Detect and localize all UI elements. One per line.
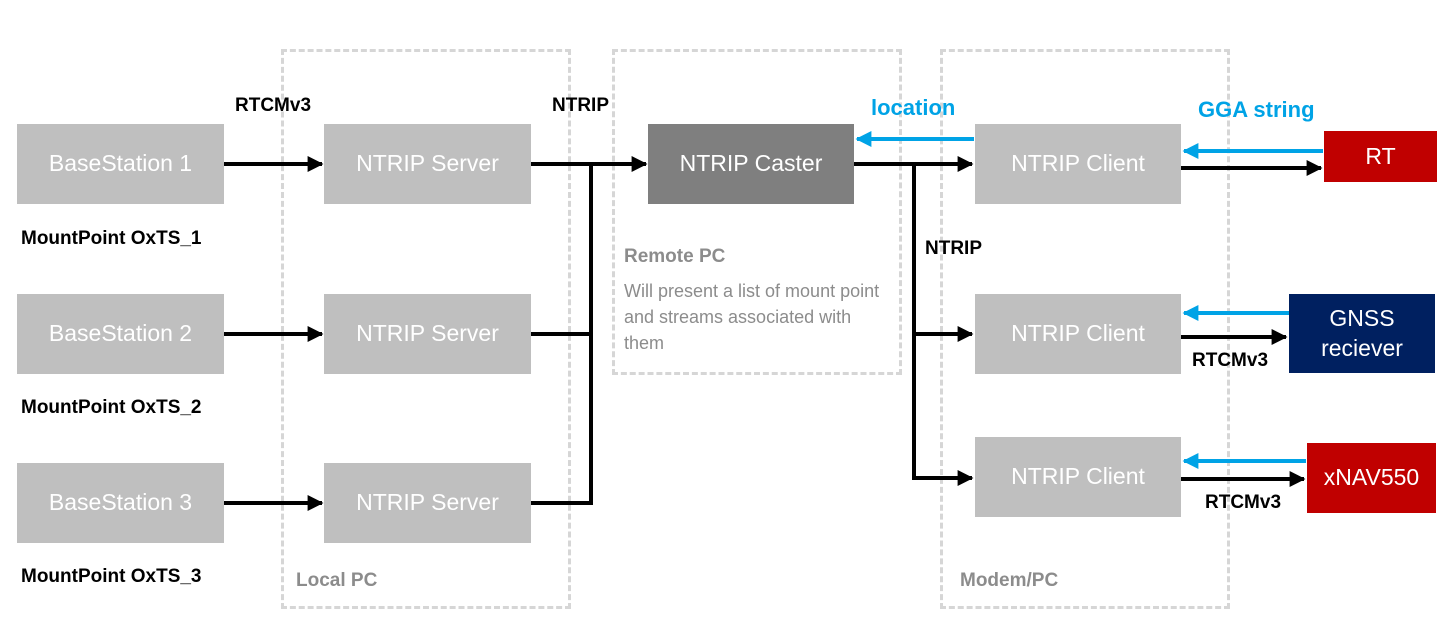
remote-pc-label: Remote PC: [624, 246, 726, 267]
ntrip-right-label: NTRIP: [925, 238, 982, 259]
rtcmv3-xnav-label: RTCMv3: [1205, 492, 1282, 513]
rtcmv3-gnss-label: RTCMv3: [1192, 350, 1269, 371]
basestation-2-box: BaseStation 2: [17, 294, 224, 374]
ntrip-client-3-box: NTRIP Client: [975, 437, 1181, 517]
rtcmv3-top-label: RTCMv3: [235, 95, 312, 116]
mountpoint-3-label: MountPoint OxTS_3: [21, 566, 202, 587]
gga-string-label: GGA string: [1198, 97, 1315, 122]
ntrip-top-label: NTRIP: [552, 95, 609, 116]
basestation-3-box: BaseStation 3: [17, 463, 224, 543]
location-label: location: [871, 95, 956, 120]
xnav550-device-box: xNAV550: [1307, 443, 1436, 513]
ntrip-server-3-box: NTRIP Server: [324, 463, 531, 543]
ntrip-server-2-box: NTRIP Server: [324, 294, 531, 374]
remote-pc-region: [612, 49, 902, 375]
local-pc-region: [281, 49, 571, 609]
rt-device-box: RT: [1324, 131, 1437, 182]
ntrip-server-1-box: NTRIP Server: [324, 124, 531, 204]
gnss-label-line1: GNSS: [1329, 304, 1395, 331]
ntrip-client-1-box: NTRIP Client: [975, 124, 1181, 204]
gnss-label-line2: reciever: [1321, 334, 1403, 361]
mountpoint-1-label: MountPoint OxTS_1: [21, 228, 202, 249]
local-pc-label: Local PC: [296, 570, 378, 591]
modem-pc-region: [940, 49, 1230, 609]
basestation-1-box: BaseStation 1: [17, 124, 224, 204]
modem-pc-label: Modem/PC: [960, 570, 1059, 591]
gnss-receiver-box: GNSS reciever: [1289, 294, 1435, 373]
ntrip-client-2-box: NTRIP Client: [975, 294, 1181, 374]
mountpoint-2-label: MountPoint OxTS_2: [21, 397, 202, 418]
ntrip-caster-box: NTRIP Caster: [648, 124, 854, 204]
remote-pc-note: Will present a list of mount point and s…: [624, 281, 880, 353]
